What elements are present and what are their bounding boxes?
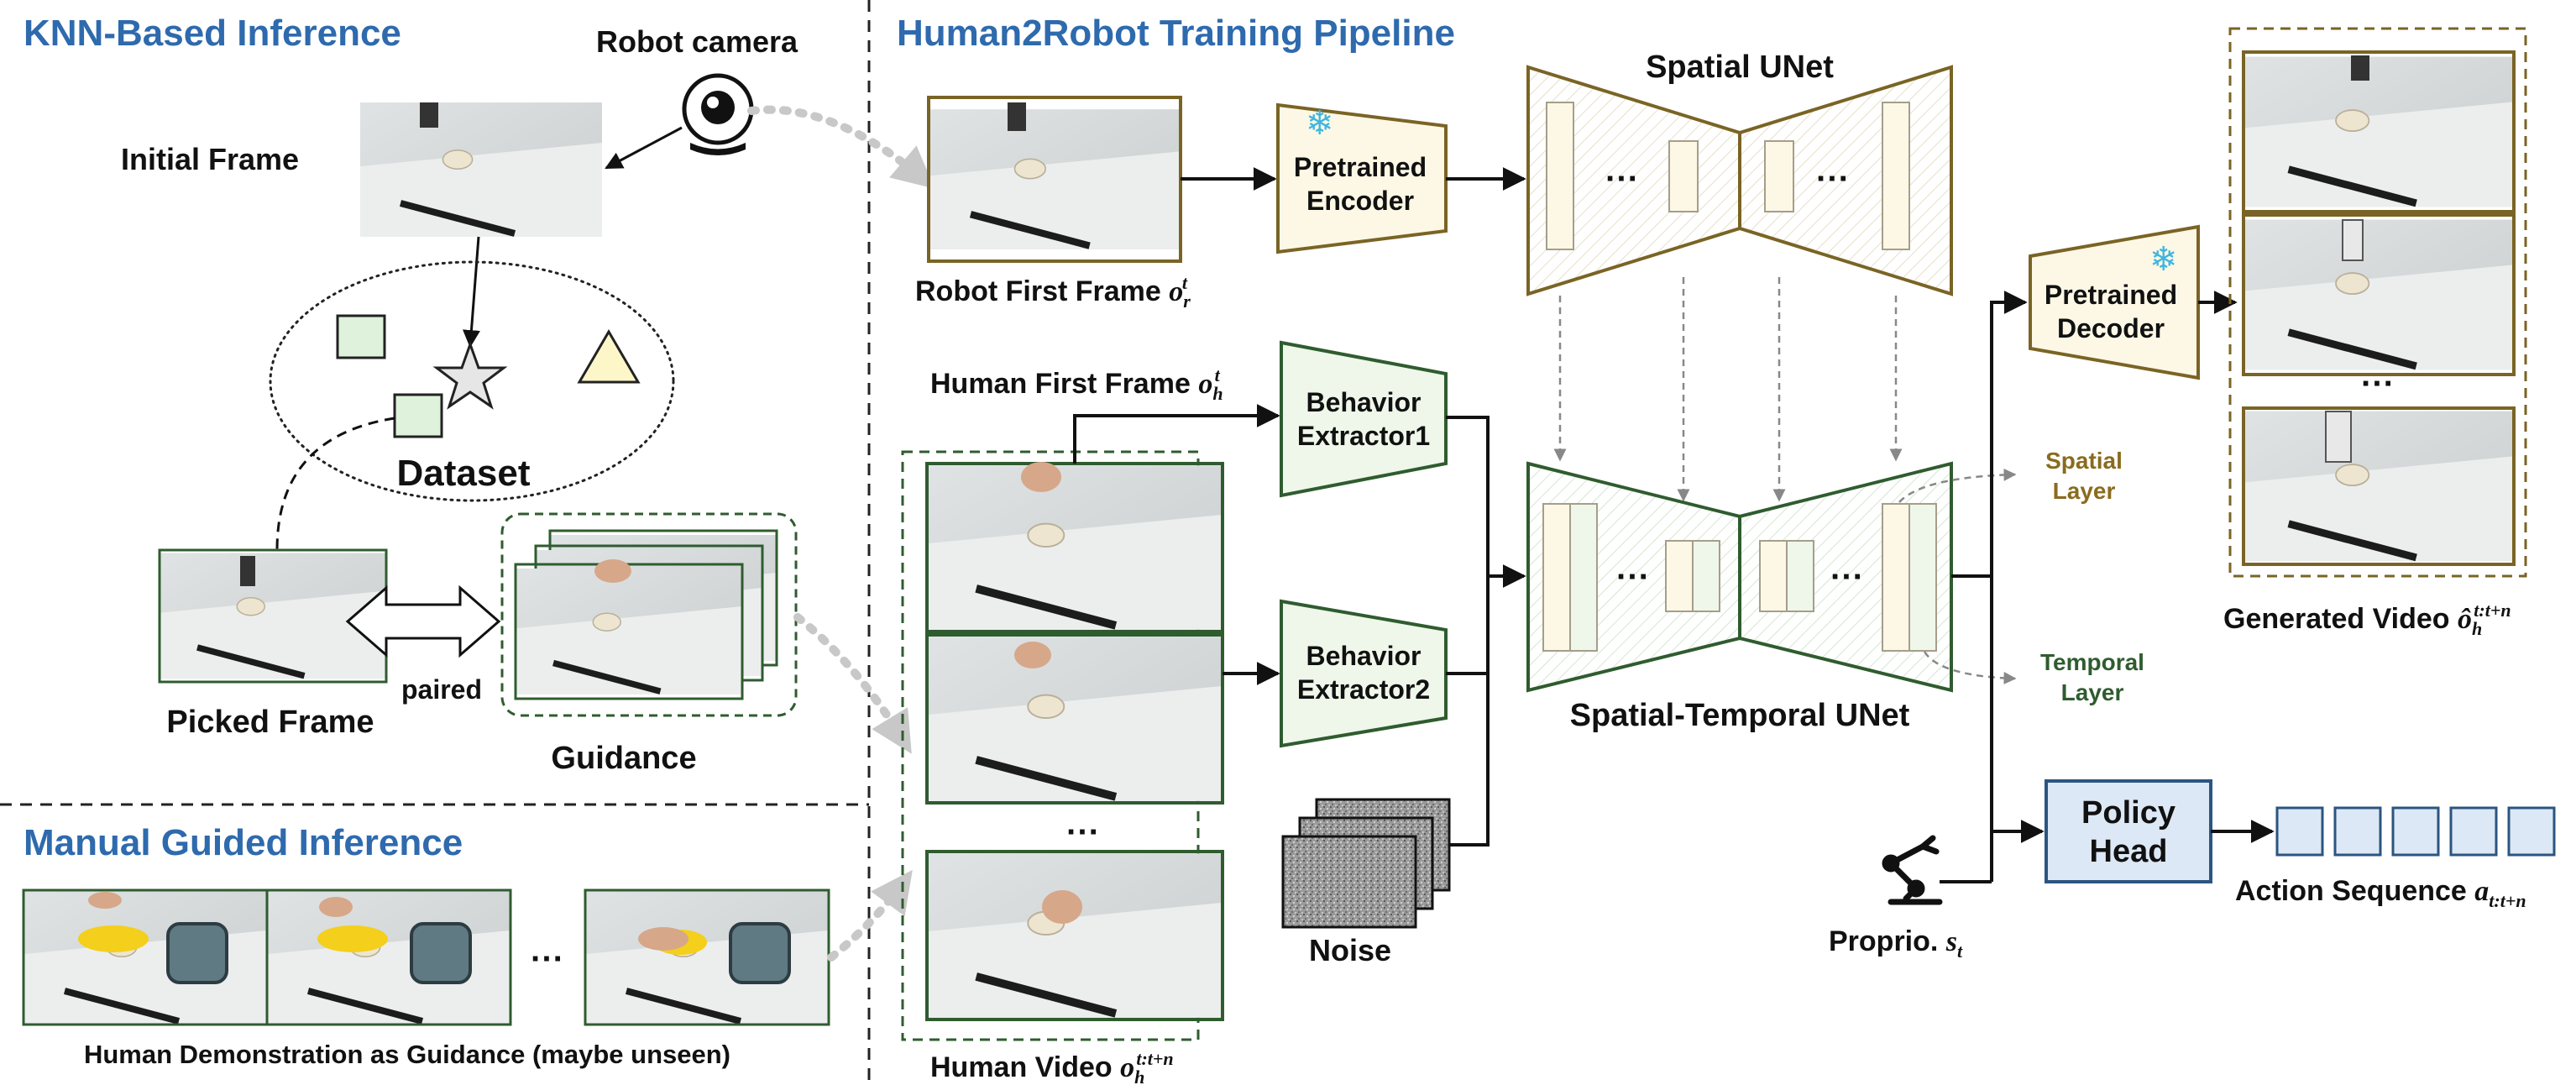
camera-to-initial-arrow <box>605 126 683 170</box>
decoder-label-line2: Decoder <box>2057 313 2165 343</box>
policy-head <box>2045 779 2212 883</box>
spatial-layer-label-line1: Spatial <box>2045 448 2123 474</box>
guidance-label: Guidance <box>551 741 696 776</box>
robot-arm-icon <box>1882 835 1943 905</box>
guidance-to-video-arrow <box>793 613 912 754</box>
behavior-extractor1 <box>1280 340 1448 498</box>
dataset-label: Dataset <box>397 453 531 494</box>
generated-video-box <box>2228 27 2527 578</box>
unet-output-lines <box>1951 291 2045 843</box>
guidance-box <box>500 512 798 717</box>
pipeline-section-title: Human2Robot Training Pipeline <box>897 13 1455 54</box>
proprio-label: Proprio. st <box>1829 925 1963 962</box>
initial-frame-image <box>360 102 602 237</box>
dataset-triangle-item <box>577 329 641 384</box>
generated-video-frames: ··· <box>2242 50 2516 566</box>
paired-label: paired <box>401 674 482 705</box>
picked-frame-label: Picked Frame <box>166 705 374 740</box>
st-unet-dots-right: ··· <box>1830 558 1864 595</box>
decoder-label-line1: Pretrained <box>2045 280 2177 310</box>
camera-to-robot-frame-arrow <box>747 105 935 189</box>
human-video-label: Human Video oht:t+n <box>930 1048 1174 1085</box>
initial-frame-label: Initial Frame <box>121 142 299 176</box>
temporal-layer-pointer <box>1923 651 2017 685</box>
extractor1-label-line2: Extractor1 <box>1297 421 1430 451</box>
manual-section-title: Manual Guided Inference <box>24 822 463 863</box>
guidance-frame-stack <box>514 529 778 700</box>
demo-frame-2 <box>265 888 512 1026</box>
pretrained-decoder <box>2029 224 2200 380</box>
spatial-unet: ··· ··· <box>1526 65 1953 296</box>
first-frame-to-extractor1-arrow <box>1073 404 1280 464</box>
st-unet-label: Spatial-Temporal UNet <box>1570 698 1910 733</box>
temporal-layer-label-line2: Layer <box>2061 679 2124 705</box>
extractor2-label-line2: Extractor2 <box>1297 674 1430 705</box>
dataset-square-item <box>336 314 386 359</box>
generated-video-label: Generated Video ôht:t+n <box>2223 600 2511 639</box>
temporal-layer-label-line1: Temporal <box>2040 649 2144 675</box>
nearest-to-picked-link <box>275 417 395 551</box>
policy-head-label-line1: Policy <box>2081 795 2175 831</box>
behavior-extractor2 <box>1280 599 1448 748</box>
spatial-temporal-unet: ··· ··· <box>1526 461 1953 693</box>
noise-label: Noise <box>1309 933 1391 967</box>
demo-frame-3 <box>584 888 830 1026</box>
human-first-frame-label: Human First Frame oht <box>930 364 1223 404</box>
query-star <box>432 340 508 410</box>
encoder-label-line2: Encoder <box>1306 186 1414 216</box>
knn-section-title: KNN-Based Inference <box>24 13 401 54</box>
manual-caption: Human Demonstration as Guidance (maybe u… <box>84 1040 730 1069</box>
condition-merge-lines <box>1446 416 1526 847</box>
action-sequence-tokens <box>2275 806 2556 857</box>
demo-to-video-arrow <box>827 869 913 962</box>
human-video-frames: ··· <box>925 462 1224 1021</box>
paired-double-arrow <box>345 584 501 658</box>
st-unet-dots-left: ··· <box>1616 558 1650 595</box>
action-sequence-label: Action Sequence at:t+n <box>2235 875 2526 911</box>
dataset-ellipse <box>269 260 675 502</box>
encoder-label-line1: Pretrained <box>1294 152 1427 182</box>
generated-video-dots: ··· <box>2361 365 2395 402</box>
robot-camera-label: Robot camera <box>596 24 798 59</box>
extractor1-label-line1: Behavior <box>1306 387 1422 417</box>
unet-skip-connections <box>1553 277 1903 502</box>
spatial-unet-dots-right: ··· <box>1816 160 1850 197</box>
robot-first-frame-label: Robot First Frame ort <box>915 272 1191 312</box>
robot-first-frame-image <box>927 96 1182 263</box>
extractor2-label-line1: Behavior <box>1306 641 1422 671</box>
camera-icon <box>682 73 754 155</box>
spatial-unet-label: Spatial UNet <box>1646 50 1834 85</box>
human-demo-frames: ··· <box>22 888 830 1026</box>
frozen-snowflake-icon: ❄ <box>1306 104 1334 143</box>
frozen-snowflake-icon-decoder: ❄ <box>2149 240 2178 279</box>
noise-images <box>1281 798 1451 929</box>
dataset-nearest-item <box>393 393 443 438</box>
spatial-layer-label-line2: Layer <box>2053 478 2116 504</box>
spatial-unet-dots-left: ··· <box>1605 160 1639 197</box>
demo-ellipsis: ··· <box>531 941 564 978</box>
demo-frame-1 <box>22 888 269 1026</box>
human-video-dots: ··· <box>1066 814 1100 851</box>
pretrained-encoder <box>1276 102 1448 254</box>
policy-head-label-line2: Head <box>2090 834 2168 869</box>
initial-to-dataset-arrow <box>462 236 480 349</box>
